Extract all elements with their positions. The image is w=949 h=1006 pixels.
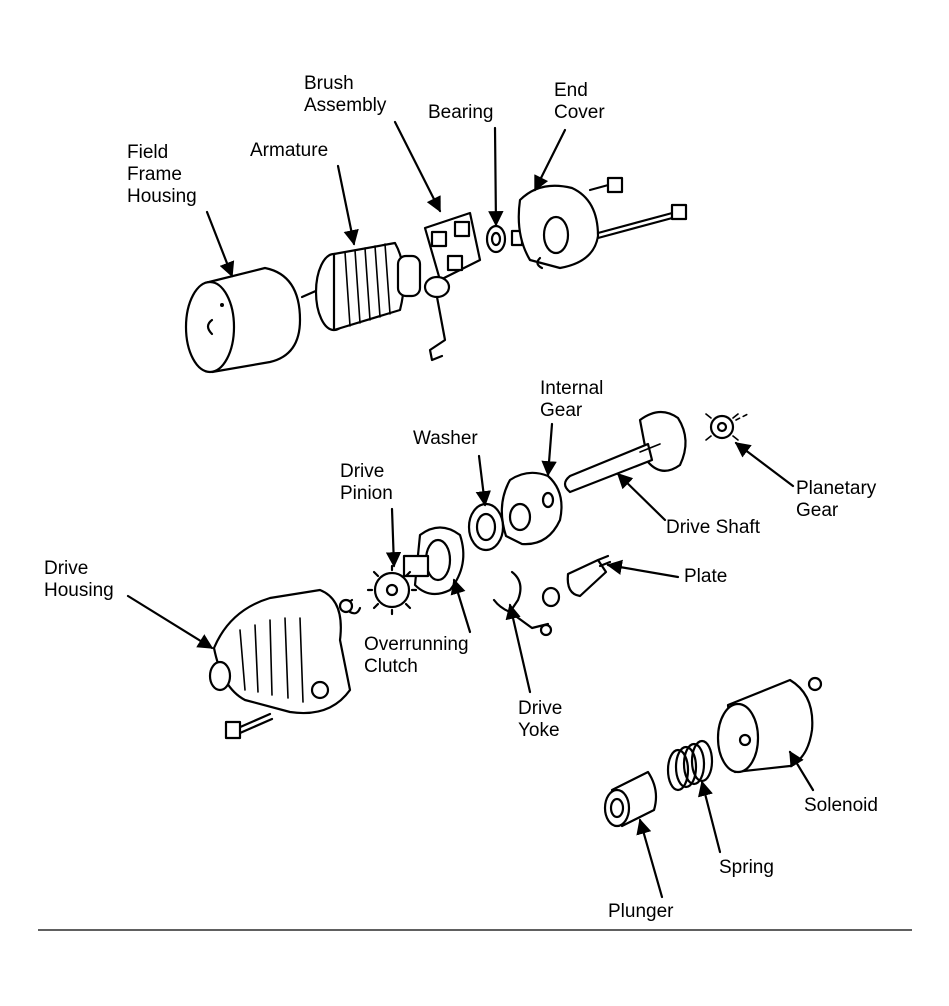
field-frame-housing-part bbox=[184, 266, 302, 374]
label-bearing: Bearing bbox=[428, 102, 494, 123]
drive-pinion-part bbox=[338, 564, 418, 616]
label-drive-yoke: Drive Yoke bbox=[518, 698, 563, 741]
drive-shaft-part bbox=[563, 410, 687, 494]
end-cover-part bbox=[517, 176, 688, 270]
label-planetary-gear: Planetary Gear bbox=[796, 478, 877, 521]
label-brush-assembly: Brush Assembly bbox=[304, 73, 387, 116]
label-overrunning-clutch: Overrunning Clutch bbox=[364, 634, 469, 677]
end-cover-bolt-short bbox=[588, 176, 624, 194]
arrow-internal-gear bbox=[541, 422, 557, 477]
label-washer: Washer bbox=[413, 428, 478, 449]
arrow-drive-housing bbox=[126, 594, 214, 650]
arrow-plate bbox=[606, 559, 680, 579]
drive-yoke-part bbox=[492, 570, 553, 637]
arrow-planetary-gear bbox=[734, 441, 795, 488]
label-internal-gear: Internal Gear bbox=[540, 378, 604, 421]
arrow-solenoid bbox=[788, 750, 815, 792]
arrow-spring bbox=[697, 780, 722, 854]
planetary-gear-part bbox=[705, 413, 749, 441]
arrow-armature bbox=[336, 164, 359, 246]
end-cover-bolt-long bbox=[596, 203, 688, 240]
label-drive-shaft: Drive Shaft bbox=[666, 517, 760, 538]
plate-part bbox=[541, 554, 612, 608]
label-drive-housing: Drive Housing bbox=[44, 558, 114, 601]
label-armature: Armature bbox=[250, 140, 329, 161]
label-spring: Spring bbox=[719, 857, 774, 878]
internal-gear-part bbox=[500, 471, 563, 546]
arrow-end-cover bbox=[533, 128, 567, 192]
armature-part bbox=[300, 241, 422, 332]
spring-part bbox=[666, 739, 714, 792]
arrow-drive-shaft bbox=[616, 472, 667, 522]
label-field-frame-housing: Field Frame Housing bbox=[127, 142, 197, 207]
bearing-part bbox=[485, 224, 524, 254]
washer-part bbox=[467, 502, 505, 552]
arrow-drive-pinion bbox=[385, 507, 402, 568]
drive-housing-part bbox=[208, 588, 352, 740]
arrow-brush-assembly bbox=[393, 120, 442, 213]
arrow-plunger bbox=[636, 818, 664, 899]
label-end-cover: End Cover bbox=[554, 80, 605, 123]
arrow-field-frame-housing bbox=[205, 210, 235, 278]
label-plunger: Plunger bbox=[608, 901, 674, 922]
brush-assembly-part bbox=[423, 211, 482, 362]
label-solenoid: Solenoid bbox=[804, 795, 878, 816]
drive-housing-bolt bbox=[224, 712, 274, 740]
arrow-washer bbox=[475, 454, 491, 507]
arrow-drive-yoke bbox=[505, 603, 532, 694]
arrow-bearing bbox=[488, 126, 504, 227]
label-drive-pinion: Drive Pinion bbox=[340, 461, 393, 504]
leader-arrows bbox=[126, 120, 815, 899]
solenoid-part bbox=[716, 676, 823, 774]
label-plate: Plate bbox=[684, 566, 728, 587]
plunger-part bbox=[603, 770, 658, 828]
arrow-overrunning-clutch bbox=[450, 578, 472, 634]
